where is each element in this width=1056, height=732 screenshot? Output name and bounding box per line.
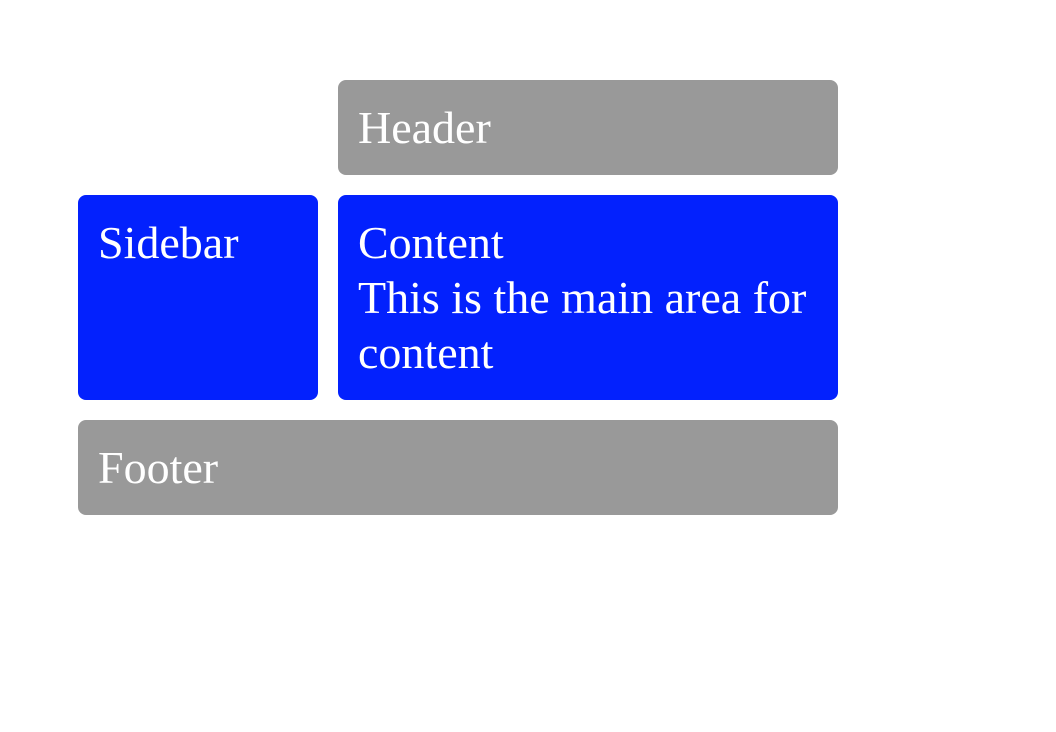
layout-grid: Header Sidebar Content This is the main … xyxy=(78,80,838,515)
footer-box: Footer xyxy=(78,420,838,515)
sidebar-box: Sidebar xyxy=(78,195,318,400)
content-box: Content This is the main area for conten… xyxy=(338,195,838,400)
header-box: Header xyxy=(338,80,838,175)
footer-label: Footer xyxy=(98,442,219,493)
sidebar-label: Sidebar xyxy=(98,217,239,268)
content-label: Content xyxy=(358,217,504,268)
content-body: This is the main area for content xyxy=(358,272,807,378)
header-label: Header xyxy=(358,102,491,153)
